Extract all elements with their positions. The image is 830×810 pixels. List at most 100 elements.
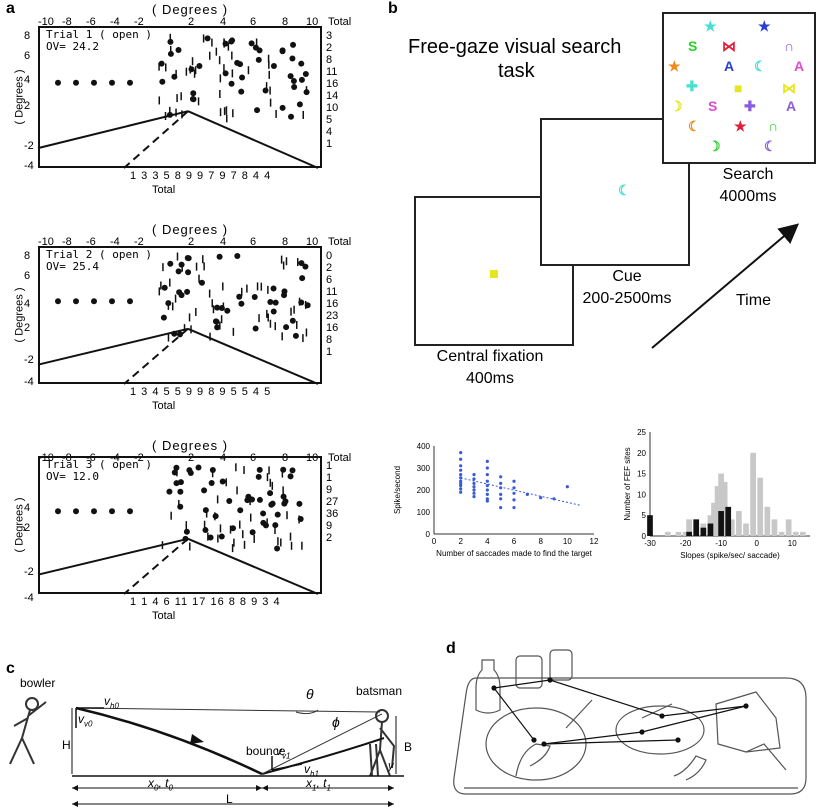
fixation-dot xyxy=(267,298,274,305)
fixation-dot xyxy=(248,40,255,47)
fixation-dot xyxy=(490,270,498,278)
vv0-label: vv0 xyxy=(78,712,93,729)
scatter-point xyxy=(459,476,463,480)
fixation-dot xyxy=(287,473,294,480)
search-item-icon: ∩ xyxy=(784,38,795,54)
fixation-dot xyxy=(177,488,184,495)
fixation-dot xyxy=(290,77,297,84)
x-tick-label: 8 xyxy=(282,16,289,28)
phi-label: ϕ xyxy=(332,714,340,730)
x-tick-label: 10 xyxy=(788,539,797,548)
fixation-dot xyxy=(298,76,305,83)
fixation-dot xyxy=(159,78,166,85)
fixation-dot xyxy=(238,300,245,307)
fixation-dot xyxy=(296,101,303,108)
row-total: 2 xyxy=(326,532,333,544)
x-tick-label: -10 xyxy=(38,236,54,248)
fixation-dot xyxy=(218,305,225,312)
fixation-dot xyxy=(91,298,97,305)
trial-ov: OV= 25.4 xyxy=(46,260,99,273)
y-axis-label: ( Degrees ) xyxy=(13,287,26,343)
y-tick-label: -2 xyxy=(24,354,34,366)
search-item-icon: A xyxy=(786,98,797,114)
fixation-dot xyxy=(256,466,263,473)
y-tick-label: 0 xyxy=(642,532,647,541)
vh1-label: vh1 xyxy=(304,762,319,779)
x-tick-label: -4 xyxy=(110,16,120,28)
search-item-icon: ■ xyxy=(734,80,743,96)
trend-line xyxy=(460,477,581,506)
search-item-icon: ✚ xyxy=(686,78,698,94)
left-boundary-line xyxy=(37,537,189,576)
fixation-dot xyxy=(127,508,133,515)
trial-title: Trial 2 ( open ) xyxy=(46,248,152,261)
fixation-dot xyxy=(228,38,235,45)
fixation-dot xyxy=(214,304,221,311)
row-total: 9 xyxy=(326,520,333,532)
scatter-point xyxy=(485,484,489,488)
x-axis-label: Number of saccades made to find the targ… xyxy=(436,549,592,558)
fixation-dot xyxy=(289,317,296,324)
row-total: 8 xyxy=(326,54,333,66)
left-boundary-line xyxy=(37,110,189,150)
fixation-dot xyxy=(109,508,115,515)
fixation-dot xyxy=(91,508,97,515)
search-label: Search xyxy=(722,166,774,183)
histogram-bar xyxy=(736,511,742,536)
fixation-dot xyxy=(249,529,256,536)
scatter-point xyxy=(512,486,516,490)
search-item-icon: ☽ xyxy=(670,98,683,114)
vh0-label: vh0 xyxy=(104,694,119,711)
scatter-point xyxy=(485,497,489,501)
x-tick-label: 4 xyxy=(220,452,227,464)
x-tick-label: 8 xyxy=(282,236,289,248)
scatter-point xyxy=(525,492,529,496)
search-item-icon: ✚ xyxy=(744,98,756,114)
fixation-dot xyxy=(270,285,277,292)
fixation-dot xyxy=(204,35,211,42)
search-item-icon: ★ xyxy=(704,18,717,34)
task-title-line1: Free-gaze visual search xyxy=(408,36,622,58)
y-tick-label: 4 xyxy=(24,74,31,86)
fixation-dot xyxy=(182,535,189,542)
row-total: 1 xyxy=(326,460,333,472)
fixation-dot xyxy=(267,490,274,497)
y-tick-label: 4 xyxy=(24,298,31,310)
scatter-point xyxy=(472,477,476,481)
fixation-dot xyxy=(290,41,297,48)
scatter-point xyxy=(499,506,503,510)
cue-label: Cue xyxy=(612,268,642,285)
batsman-figure xyxy=(369,709,396,777)
search-item-icon: S xyxy=(708,98,718,114)
y-tick-label: 15 xyxy=(637,470,646,479)
fixation-dot xyxy=(178,292,185,299)
y-tick-label: 25 xyxy=(637,428,646,437)
y-tick-label: 300 xyxy=(417,464,431,473)
fixation-dot xyxy=(237,507,244,514)
histogram-bar xyxy=(785,519,792,536)
fixation-dot xyxy=(303,89,310,96)
y-tick-label: -2 xyxy=(24,566,34,578)
x-tick-label: 10 xyxy=(563,537,572,546)
x-tick-label: -8 xyxy=(62,452,72,464)
x-tick-label: -8 xyxy=(62,236,72,248)
fixation-dot xyxy=(183,528,190,535)
scatter-point xyxy=(552,497,556,501)
scatter-point xyxy=(459,490,463,494)
fixation-dot xyxy=(254,107,261,114)
scatter-point xyxy=(459,451,463,455)
histogram-bar xyxy=(792,531,799,536)
scatter-point xyxy=(512,479,516,483)
scatter-point xyxy=(512,498,516,502)
fixation-dot xyxy=(127,79,133,86)
trial-frame xyxy=(38,456,322,594)
histogram-bar xyxy=(800,531,806,536)
fixation-dot xyxy=(176,331,183,338)
x-tick-label: 12 xyxy=(590,537,599,546)
fixation-dot xyxy=(244,497,251,504)
fixation-dot xyxy=(272,522,279,529)
fixation-dot xyxy=(158,60,165,67)
vv1-label: vv1 xyxy=(276,744,291,761)
fixation-dot xyxy=(91,79,97,86)
scatter-point xyxy=(485,479,489,483)
